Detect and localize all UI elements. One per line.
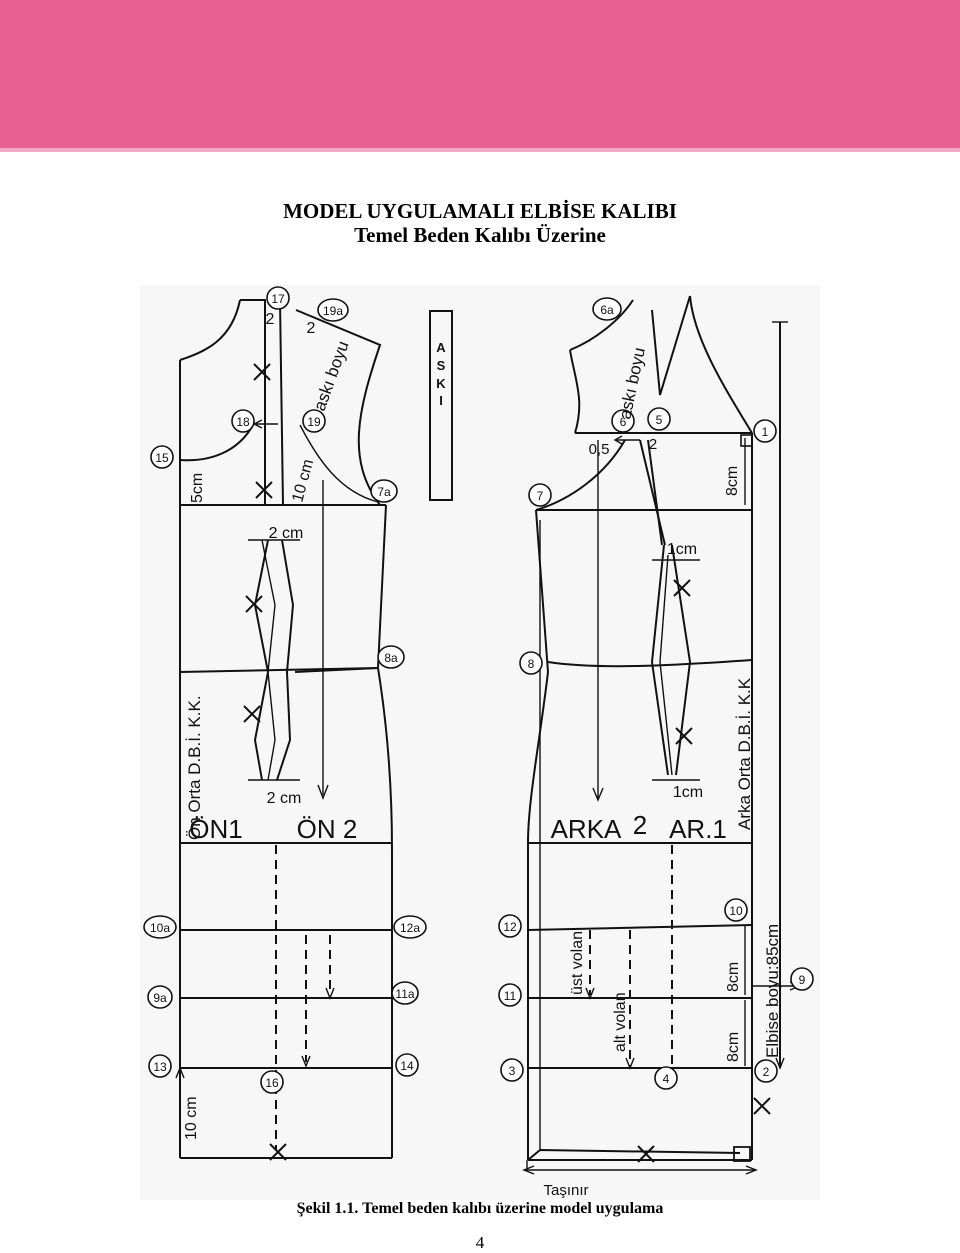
marker-7: 7 bbox=[528, 483, 552, 507]
svg-text:9a: 9a bbox=[153, 991, 167, 1005]
label-elbise-boyu: Elbise boyu:85cm bbox=[763, 924, 782, 1058]
marker-12: 12 bbox=[498, 914, 522, 938]
marker-9a: 9a bbox=[147, 985, 173, 1009]
label-on2: ÖN 2 bbox=[297, 814, 358, 844]
label-tasinir: Taşınır bbox=[543, 1182, 588, 1199]
label-front-center: Ön Orta D.B.İ. K.K. bbox=[185, 695, 204, 840]
label-ust-volan: üst volan bbox=[569, 931, 586, 995]
svg-text:9: 9 bbox=[799, 973, 806, 987]
header-divider bbox=[0, 148, 960, 152]
marker-9: 9 bbox=[790, 967, 814, 991]
marker-12a: 12a bbox=[393, 915, 427, 939]
marker-10a: 10a bbox=[143, 915, 177, 939]
label-aski-boyu-back: askı boyu bbox=[615, 346, 649, 421]
marker-6a: 6a bbox=[592, 297, 622, 321]
front-piece-outline bbox=[175, 299, 393, 1161]
label-10cm-hem: 10 cm bbox=[183, 1096, 200, 1140]
label-10cm-front: 10 cm bbox=[289, 458, 317, 504]
marker-5: 5 bbox=[647, 407, 671, 431]
marker-13: 13 bbox=[148, 1054, 172, 1078]
label-ar1: AR.1 bbox=[669, 814, 727, 844]
marker-8: 8 bbox=[519, 651, 543, 675]
svg-text:6: 6 bbox=[620, 415, 627, 429]
back-piece-outline bbox=[522, 295, 802, 1175]
label-back-05: 0,5 bbox=[589, 441, 610, 458]
svg-text:10: 10 bbox=[729, 904, 743, 918]
marker-18: 18 bbox=[231, 409, 255, 433]
label-1cm-bottom: 1cm bbox=[673, 784, 703, 801]
aski-strap-box bbox=[429, 310, 453, 501]
marker-19a: 19a bbox=[317, 298, 349, 322]
label-5cm: 5cm bbox=[189, 473, 206, 503]
label-aski-boyu-front: askı boyu bbox=[310, 338, 353, 413]
header-banner bbox=[0, 0, 960, 148]
label-back-2: 2 bbox=[649, 436, 657, 453]
svg-text:3: 3 bbox=[509, 1064, 516, 1078]
label-2cm-top: 2 cm bbox=[269, 525, 304, 542]
marker-4: 4 bbox=[654, 1066, 678, 1090]
svg-text:14: 14 bbox=[400, 1059, 414, 1073]
svg-text:7: 7 bbox=[537, 489, 544, 503]
svg-text:19a: 19a bbox=[323, 304, 343, 318]
label-2cm-bottom: 2 cm bbox=[267, 790, 302, 807]
svg-text:1: 1 bbox=[762, 425, 769, 439]
aski-letter-k: K bbox=[436, 376, 446, 391]
svg-text:8: 8 bbox=[528, 657, 535, 671]
label-arka2-number: 2 bbox=[633, 810, 647, 840]
svg-text:12a: 12a bbox=[400, 921, 420, 935]
label-1cm-top: 1cm bbox=[667, 541, 697, 558]
label-arka2: ARKA bbox=[551, 814, 622, 844]
label-8cm-b: 8cm bbox=[725, 1032, 742, 1062]
svg-text:5: 5 bbox=[656, 413, 663, 427]
marker-3: 3 bbox=[500, 1058, 524, 1082]
svg-text:8a: 8a bbox=[384, 651, 398, 665]
page-number: 4 bbox=[475, 1233, 485, 1252]
label-back-center: Arka Orta D.B.İ. K.K bbox=[735, 677, 754, 830]
marker-19: 19 bbox=[302, 409, 326, 433]
marker-15: 15 bbox=[150, 445, 174, 469]
svg-text:17: 17 bbox=[271, 292, 285, 306]
marker-7a: 7a bbox=[370, 479, 398, 503]
label-on1: ÖN1 bbox=[189, 814, 242, 844]
figure-caption: Şekil 1.1. Temel beden kalıbı üzerine mo… bbox=[296, 1200, 664, 1217]
label-8cm-a: 8cm bbox=[725, 962, 742, 992]
marker-8a: 8a bbox=[377, 645, 405, 669]
svg-text:19: 19 bbox=[307, 415, 321, 429]
svg-text:10a: 10a bbox=[150, 921, 170, 935]
aski-letter-a: A bbox=[436, 340, 446, 355]
svg-text:15: 15 bbox=[155, 451, 169, 465]
label-front-2a: 2 bbox=[266, 311, 275, 328]
svg-text:18: 18 bbox=[236, 415, 250, 429]
marker-10: 10 bbox=[724, 898, 748, 922]
svg-text:6a: 6a bbox=[600, 303, 614, 317]
document-title: MODEL UYGULAMALI ELBİSE KALIBI bbox=[283, 199, 677, 223]
svg-text:4: 4 bbox=[663, 1072, 670, 1086]
svg-text:12: 12 bbox=[503, 920, 517, 934]
aski-letter-s: S bbox=[437, 358, 446, 373]
marker-2: 2 bbox=[754, 1059, 778, 1083]
marker-11a: 11a bbox=[391, 981, 419, 1005]
marker-6: 6 bbox=[611, 409, 635, 433]
svg-text:7a: 7a bbox=[377, 485, 391, 499]
marker-16: 16 bbox=[260, 1070, 284, 1094]
marker-11: 11 bbox=[498, 983, 522, 1007]
svg-text:16: 16 bbox=[265, 1076, 279, 1090]
label-front-2b: 2 bbox=[307, 320, 316, 337]
aski-letter-i: I bbox=[439, 393, 443, 408]
document-subtitle: Temel Beden Kalıbı Üzerine bbox=[354, 223, 606, 247]
svg-text:2: 2 bbox=[763, 1065, 770, 1079]
label-8cm-top: 8cm bbox=[724, 466, 741, 496]
pattern-drawing: A S K I bbox=[140, 285, 820, 1200]
svg-text:11: 11 bbox=[504, 989, 517, 1003]
marker-17: 17 bbox=[266, 286, 290, 310]
label-alt-volan: alt volan bbox=[612, 992, 629, 1052]
svg-text:11a: 11a bbox=[395, 987, 414, 1001]
svg-text:13: 13 bbox=[153, 1060, 167, 1074]
marker-1: 1 bbox=[753, 419, 777, 443]
marker-14: 14 bbox=[395, 1053, 419, 1077]
